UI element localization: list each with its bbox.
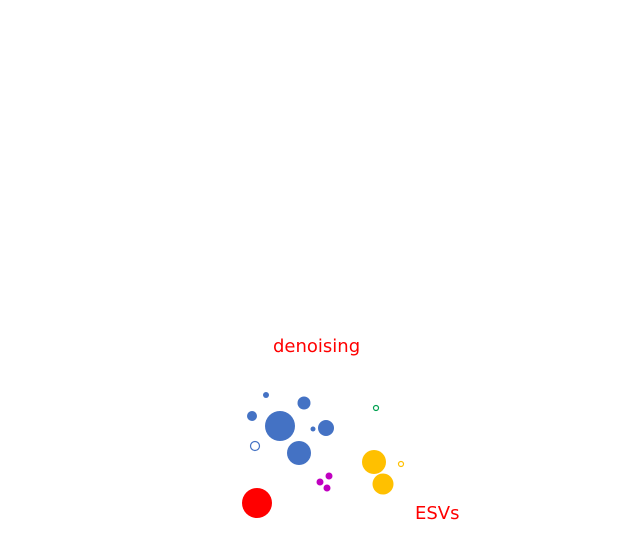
magenta-bubble-1 [325,472,333,480]
blue-bubble-small [247,411,257,421]
yellow-bubble-upper [362,450,386,474]
magenta-bubble-2 [316,478,324,486]
green-bubble-outline [372,404,380,412]
blue-bubble-dot [310,426,316,432]
denoising-label: denoising [273,336,360,357]
esvs-label: ESVs [415,503,460,524]
yellow-bubble-outline [397,460,405,468]
red-bubble [242,488,272,518]
blue-bubble-tiny [263,392,269,398]
blue-bubble-lower [287,441,311,465]
blue-bubble-large [265,411,295,441]
blue-bubble-right [318,420,334,436]
yellow-bubble-lower [372,473,394,495]
magenta-bubble-3 [323,484,331,492]
blue-bubble-medium-top [297,396,311,410]
blue-bubble-outline [249,440,261,452]
